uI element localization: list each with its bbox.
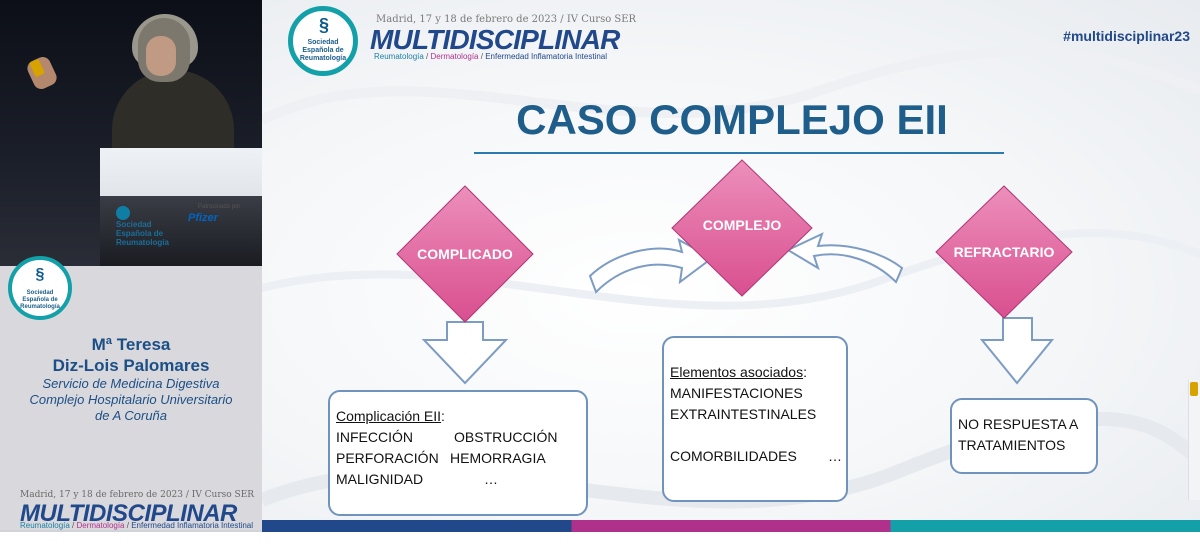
subtitle-dermatologia: Dermatología (430, 52, 479, 61)
item-manifestaciones: MANIFESTACIONES (670, 385, 803, 401)
subtitle-eii: Enfermedad Inflamatoria Intestinal (485, 52, 608, 61)
subtitle-separator: / (124, 521, 132, 530)
event-subtitle: Reumatología / Dermatología / Enfermedad… (374, 52, 607, 61)
item-ellipsis: … (484, 471, 498, 487)
lectern-sponsor-caption: Patrocinado por (198, 204, 241, 210)
ser-logo-text: Sociedad Española de Reumatología (20, 290, 60, 310)
box-complicacion: Complicación EII: INFECCIÓN OBSTRUCCIÓN … (328, 390, 588, 516)
speaker-name: Mª Teresa Diz-Lois Palomares (0, 334, 262, 376)
item-perforacion: PERFORACIÓN (336, 450, 439, 466)
item-no-respuesta: NO RESPUESTA A (958, 416, 1079, 432)
speaker-affiliation: Servicio de Medicina Digestiva Complejo … (0, 376, 262, 424)
subtitle-dermatologia: Dermatología (76, 521, 125, 530)
diamond-label-complicado: COMPLICADO (417, 246, 513, 262)
box-heading-suffix: : (803, 364, 807, 380)
lectern-ser-text: Sociedad Española de Reumatología (116, 220, 169, 247)
speaker-name-line2: Diz-Lois Palomares (52, 356, 210, 375)
event-title: MULTIDISCIPLINAR (370, 24, 620, 55)
diamond-complicado (396, 185, 534, 323)
speaker-video: Sociedad Española de Reumatología Patroc… (0, 0, 262, 266)
ser-logo: § Sociedad Española de Reumatología (8, 256, 72, 320)
subtitle-reumatologia: Reumatología (20, 521, 70, 530)
down-arrow-complicado (421, 321, 509, 385)
item-obstruccion: OBSTRUCCIÓN (454, 429, 558, 445)
bottom-strip (0, 532, 1200, 555)
speaker-panel: Sociedad Española de Reumatología Patroc… (0, 0, 262, 532)
event-hashtag: #multidisciplinar23 (1063, 28, 1190, 44)
event-subtitle: Reumatología / Dermatología / Enfermedad… (20, 521, 253, 530)
item-malignidad: MALIGNIDAD (336, 471, 424, 487)
lectern-ser-logo-icon (116, 206, 130, 220)
subtitle-separator: / (69, 521, 77, 530)
affiliation-line2: Complejo Hospitalario Universitario (29, 392, 233, 407)
diamond-refractario (935, 185, 1073, 319)
subtitle-separator: / (423, 52, 431, 61)
presentation-slide: § Sociedad Española de Reumatología Madr… (262, 0, 1200, 532)
item-comorbilidades: COMORBILIDADES (670, 448, 797, 464)
ser-logo-icon: § (318, 15, 329, 35)
speaker-face (146, 36, 176, 76)
item-tratamientos: TRATAMIENTOS (958, 437, 1066, 453)
ser-logo-icon: § (35, 266, 45, 283)
subtitle-eii: Enfermedad Inflamatoria Intestinal (131, 521, 254, 530)
item-ellipsis: … (828, 448, 842, 464)
diamond-complejo (671, 159, 813, 297)
curved-arrow-right (785, 232, 904, 284)
side-scroll-thumb[interactable] (1190, 382, 1198, 396)
ser-logo-text: Sociedad Española de Reumatología (299, 39, 347, 62)
title-underline (474, 152, 1004, 154)
box-elementos-asociados: Elementos asociados: MANIFESTACIONES EXT… (662, 336, 848, 502)
speaker-name-line1: Mª Teresa (91, 335, 171, 354)
affiliation-line3: de A Coruña (94, 408, 168, 423)
box-refractario: NO RESPUESTA A TRATAMIENTOS (950, 398, 1098, 474)
side-scroll-track[interactable] (1188, 380, 1200, 500)
diamond-label-refractario: REFRACTARIO (953, 244, 1055, 260)
affiliation-line1: Servicio de Medicina Digestiva (42, 376, 220, 391)
diamond-label-complejo: COMPLEJO (702, 217, 782, 233)
event-date: Madrid, 17 y 18 de febrero de 2023 / IV … (376, 14, 637, 25)
ser-logo: § Sociedad Española de Reumatología (288, 6, 358, 76)
subtitle-reumatologia: Reumatología (374, 52, 424, 61)
item-infeccion: INFECCIÓN (336, 429, 413, 445)
box-heading: Complicación EII (336, 408, 442, 424)
box-heading: Elementos asociados (670, 364, 804, 380)
slide-title: CASO COMPLEJO EII (516, 96, 948, 143)
slide-footer-bar (262, 520, 1200, 532)
item-extraintestinales: EXTRAINTESTINALES (670, 406, 817, 422)
subtitle-separator: / (478, 52, 486, 61)
lectern-sponsor-logo: Pfizer (188, 212, 218, 224)
box-heading-suffix: : (441, 408, 445, 424)
event-date: Madrid, 17 y 18 de febrero de 2023 / IV … (20, 490, 255, 500)
item-hemorragia: HEMORRAGIA (450, 450, 546, 466)
down-arrow-refractario (979, 317, 1055, 385)
diagram (396, 159, 1073, 385)
event-title: MULTIDISCIPLINAR (20, 500, 237, 527)
